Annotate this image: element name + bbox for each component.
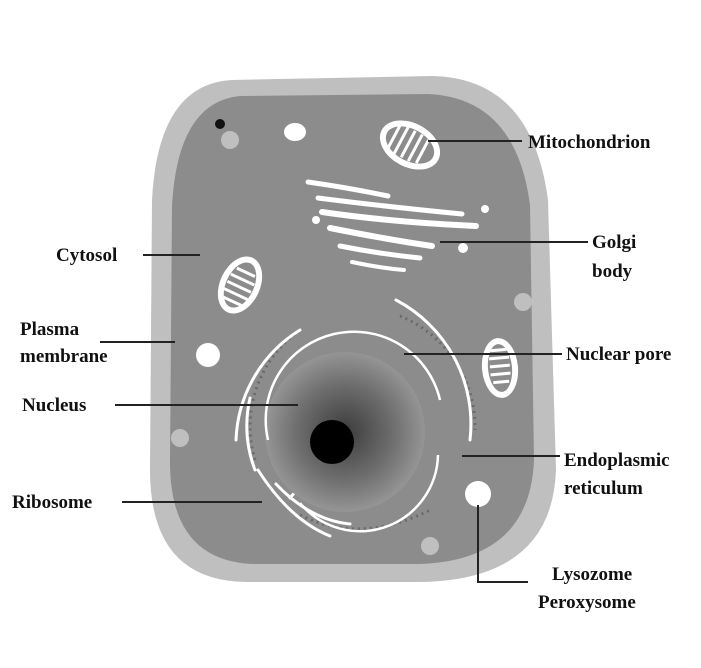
vesicle-left-lower — [171, 429, 189, 447]
label-plasma-line2: membrane — [20, 346, 108, 367]
label-golgi-line2: body — [592, 261, 633, 282]
label-plasma-line1: Plasma — [20, 319, 80, 340]
label-mitochondrion: Mitochondrion — [528, 132, 651, 153]
lysozome-shape — [465, 481, 491, 507]
vesicle-right — [514, 293, 532, 311]
golgi-vesicle — [481, 205, 489, 213]
label-peroxysome: Peroxysome — [538, 592, 636, 613]
label-lysozome: Lysozome — [552, 564, 632, 585]
label-cytosol: Cytosol — [56, 245, 117, 266]
label-golgi-line1: Golgi — [592, 232, 636, 253]
small-dark-dot — [215, 119, 225, 129]
label-nucleus: Nucleus — [22, 395, 86, 416]
label-ribosome: Ribosome — [12, 492, 92, 513]
golgi-vesicle — [458, 243, 468, 253]
label-nuclear-pore: Nuclear pore — [566, 344, 671, 365]
vesicle-top — [284, 123, 306, 141]
vesicle-top-left — [221, 131, 239, 149]
vesicle-bottom — [421, 537, 439, 555]
label-er-line2: reticulum — [564, 478, 643, 499]
label-er-line1: Endoplasmic — [564, 450, 670, 471]
nucleolus-shape — [310, 420, 354, 464]
golgi-vesicle — [312, 216, 320, 224]
vesicle-plasma — [196, 343, 220, 367]
